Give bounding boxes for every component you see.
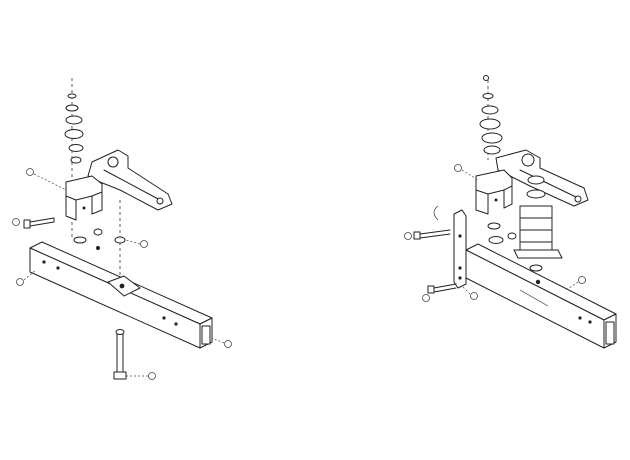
right-coil-base	[513, 249, 563, 259]
right-tube-end-opening	[605, 321, 615, 345]
callout-right-tube	[578, 276, 586, 284]
left-side-bolt-head	[23, 219, 31, 229]
right-u-bracket	[475, 169, 513, 215]
callout-right-flat-bar	[470, 292, 478, 300]
right-flat-bar	[453, 209, 467, 289]
right-lower-nut-1	[487, 222, 501, 230]
left-top-nut-1	[67, 93, 77, 99]
right-lower-bolt	[427, 283, 457, 294]
left-tube-end-opening	[201, 325, 211, 345]
left-lower-nut-3	[114, 236, 126, 244]
callout-left-bolt	[12, 218, 20, 226]
left-lower-nut-1	[73, 236, 87, 244]
right-arc-mark	[433, 205, 439, 221]
left-u-bracket	[65, 175, 103, 221]
left-assembly	[12, 78, 232, 380]
right-callouts	[404, 164, 586, 302]
callout-left-bracket	[26, 168, 34, 176]
right-upper-bolt	[413, 229, 451, 240]
callout-left-nut	[140, 240, 148, 248]
left-arm-plate	[87, 149, 173, 211]
left-top-washer-1	[65, 104, 79, 112]
left-top-nut-2	[70, 156, 82, 164]
callout-left-tube-end	[224, 340, 232, 348]
callout-right-bracket	[454, 164, 462, 172]
left-lower-pin	[96, 246, 100, 250]
right-lower-nut-3	[507, 232, 517, 240]
left-vertical-bolt-head	[113, 371, 127, 380]
callout-right-lower-bolt	[422, 294, 430, 302]
right-square-tube	[465, 243, 617, 349]
callout-right-upper-bolt	[404, 232, 412, 240]
right-coil-assembly	[513, 175, 563, 272]
left-top-washer-4	[68, 144, 84, 152]
left-lower-nut-2	[93, 228, 103, 236]
right-lower-nut-2	[488, 236, 504, 244]
right-top-hardware	[479, 75, 503, 155]
callout-left-vbolt	[148, 372, 156, 380]
left-top-hardware	[64, 93, 84, 164]
right-top-cap	[483, 75, 489, 81]
left-square-tube	[29, 241, 213, 349]
callout-left-tube	[16, 278, 24, 286]
left-top-washer-3	[64, 129, 84, 139]
left-vertical-bolt	[113, 329, 127, 380]
left-top-washer-2	[65, 115, 83, 125]
right-assembly	[404, 75, 617, 349]
left-callouts	[12, 168, 232, 380]
left-side-bolt	[23, 217, 55, 229]
